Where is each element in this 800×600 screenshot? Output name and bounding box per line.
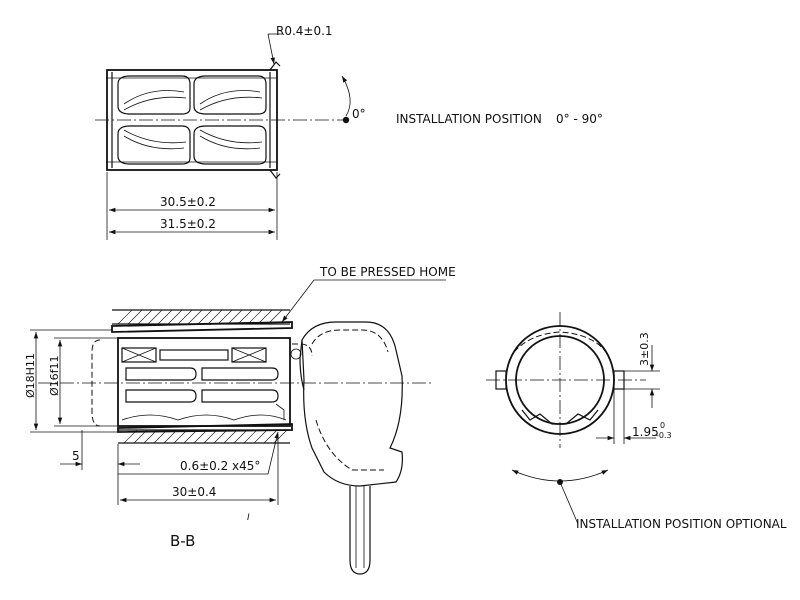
end-view: 3±0.3 1.95 0 -0.3 INSTALLATION POSITION … xyxy=(486,312,787,531)
dim-tab-width-lower: -0.3 xyxy=(656,431,672,440)
dimension-tab-width: 1.95 0 -0.3 xyxy=(596,389,672,444)
rotation-arc xyxy=(341,75,351,117)
section-view: TO BE PRESSED HOME Ø18H11 Ø16f11 5 0.6±0… xyxy=(24,265,456,575)
edge-radius-tabs xyxy=(269,61,281,179)
small-mark: I xyxy=(247,513,250,523)
spring-slots xyxy=(117,75,267,165)
dim-length-label: 30±0.4 xyxy=(172,485,216,499)
angle-label: 0° xyxy=(352,107,366,121)
top-view: R0.4±0.1 0° INSTALLATION POSITION 0° - 9… xyxy=(95,24,603,240)
dimension-offset: 5 xyxy=(60,430,140,505)
diameter-dimensions: Ø18H11 Ø16f11 xyxy=(24,329,118,433)
dim-chamfer-label: 0.6±0.2 x45° xyxy=(180,459,260,473)
radius-label: R0.4±0.1 xyxy=(276,24,333,38)
optional-leader xyxy=(559,481,579,525)
dim-outer-length-label: 31.5±0.2 xyxy=(160,217,216,231)
dim-inner-length-label: 30.5±0.2 xyxy=(160,195,216,209)
installation-position-range: 0° - 90° xyxy=(556,112,603,126)
pressed-home-label: TO BE PRESSED HOME xyxy=(319,265,456,279)
dia-outer-label: Ø18H11 xyxy=(24,353,37,398)
end-hidden-ring xyxy=(513,331,607,353)
dimension-tab-height: 3±0.3 xyxy=(624,332,660,408)
section-name: B-B xyxy=(170,532,195,550)
connector-body-hidden xyxy=(91,321,403,487)
dimension-outer-length: 31.5±0.2 xyxy=(109,217,275,235)
pivot-point xyxy=(342,116,350,124)
dimension-length: 30±0.4 xyxy=(120,434,279,505)
contact-slots xyxy=(121,347,302,421)
dia-inner-label: Ø16f11 xyxy=(48,355,61,396)
installation-optional-label: INSTALLATION POSITION OPTIONAL xyxy=(576,517,787,531)
dim-tab-height-label: 3±0.3 xyxy=(638,332,651,366)
dim-tab-width-main: 1.95 xyxy=(632,425,659,439)
dimension-inner-length: 30.5±0.2 xyxy=(106,172,278,240)
cable xyxy=(349,486,371,575)
installation-position-label: INSTALLATION POSITION xyxy=(396,112,542,126)
dim-tab-width-upper: 0 xyxy=(660,421,665,430)
hatched-housing-top xyxy=(112,309,290,325)
dim-offset-label: 5 xyxy=(72,449,80,463)
dimension-chamfer: 0.6±0.2 x45° xyxy=(118,431,279,475)
